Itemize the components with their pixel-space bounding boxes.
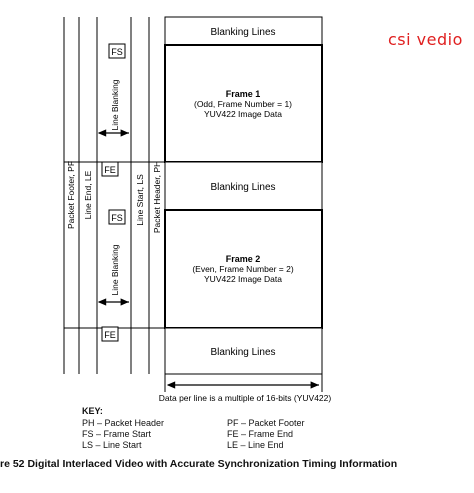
frame1-title: Frame 1 (226, 89, 261, 99)
fs-label-1: FS (111, 47, 123, 57)
figure-caption: re 52 Digital Interlaced Video with Accu… (0, 458, 398, 470)
key-ph: PH – Packet Header (82, 418, 165, 428)
data-rows (164, 16, 323, 375)
line-blanking-label-1: Line Blanking (110, 79, 120, 130)
fe-label-1: FE (104, 165, 116, 175)
data-per-line-dimension (164, 374, 323, 392)
frame2-subtitle: (Even, Frame Number = 2) (192, 264, 293, 274)
fe-box-2 (101, 326, 119, 342)
key-fe: FE – Frame End (227, 429, 294, 439)
blanking-lines-middle: Blanking Lines (210, 182, 275, 193)
line-end-label: Line End, LE (83, 170, 93, 219)
fs-box-1 (108, 43, 126, 59)
key-title: KEY: (82, 406, 103, 416)
frame2-format: YUV422 Image Data (204, 274, 282, 284)
line-blanking-label-2: Line Blanking (110, 244, 120, 295)
sync-boxes (101, 43, 126, 342)
blanking-lines-bottom: Blanking Lines (210, 347, 275, 358)
fs-label-2: FS (111, 213, 123, 223)
key-ls: LS – Line Start (82, 440, 142, 450)
key-fs: FS – Frame Start (82, 429, 152, 439)
frame1-format: YUV422 Image Data (204, 109, 282, 119)
column-lines (63, 17, 166, 374)
line-start-label: Line Start, LS (135, 174, 145, 226)
fe-label-2: FE (104, 330, 116, 340)
fs-box-2 (108, 209, 126, 225)
packet-footer-label: Packet Footer, PF (66, 161, 76, 229)
watermark-text: csi vedio (388, 30, 463, 49)
fe-box-1 (101, 161, 119, 177)
key-le: LE – Line End (227, 440, 284, 450)
key-pf: PF – Packet Footer (227, 418, 305, 428)
frame1-subtitle: (Odd, Frame Number = 1) (194, 99, 292, 109)
packet-header-label: Packet Header, PH (152, 161, 162, 233)
blanking-lines-top: Blanking Lines (210, 27, 275, 38)
frame2-title: Frame 2 (226, 254, 261, 264)
data-per-line-label: Data per line is a multiple of 16-bits (… (159, 393, 332, 403)
